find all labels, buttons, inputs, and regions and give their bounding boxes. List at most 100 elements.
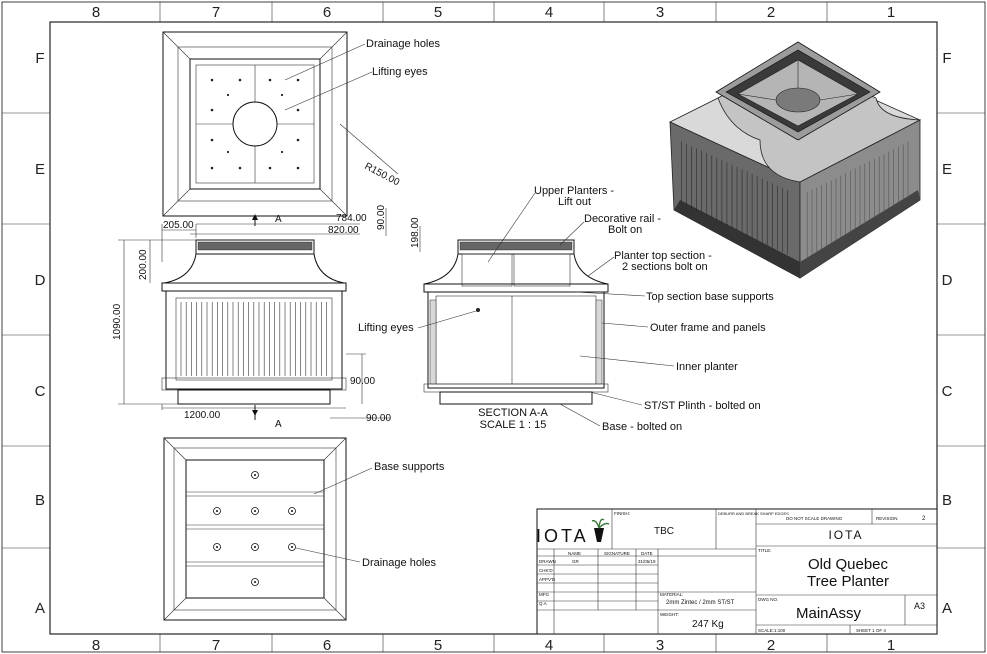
column-label: 6	[323, 4, 331, 21]
scale-text: SCALE:1:100	[758, 628, 786, 633]
dim-90-bottom: 90.00	[366, 413, 391, 424]
row-label: E	[942, 161, 952, 178]
callout-upper-planters: Upper Planters -	[534, 185, 614, 197]
dim-90-mid: 90.00	[350, 376, 375, 387]
title-label: TITLE:	[758, 548, 772, 553]
drawing-title-line2: Tree Planter	[807, 573, 889, 590]
row-label: F	[35, 50, 44, 67]
callout-planter-top-2: 2 sections bolt on	[622, 261, 708, 273]
callout-decorative-rail-2: Bolt on	[608, 224, 642, 236]
row-chkd: CHK'D	[539, 568, 553, 573]
bottom-drainage-holes	[213, 471, 296, 586]
callout-base-bolted: Base - bolted on	[602, 421, 682, 433]
callout-top-section-base: Top section base supports	[646, 291, 774, 303]
callout-planter-top: Planter top section -	[614, 250, 712, 262]
finish-label: FINISH:	[614, 511, 630, 516]
column-label: 3	[656, 637, 664, 654]
front-view: A A 205.00 784.00 820.00 90.00 200.00 10…	[112, 205, 391, 430]
sheet-text: SHEET 1 OF 4	[856, 628, 886, 633]
row-label: B	[35, 492, 45, 509]
iota-logo: IOTA	[536, 526, 589, 546]
row-label: C	[942, 383, 953, 400]
do-not-scale: DO NOT SCALE DRAWING	[786, 516, 843, 521]
dim-820: 820.00	[328, 225, 359, 236]
drainage-hole-markers	[210, 78, 300, 170]
dim-1200: 1200.00	[184, 410, 221, 421]
material-label: MATERIAL:	[660, 592, 683, 597]
column-label: 6	[323, 637, 331, 654]
row-label: C	[35, 383, 46, 400]
weight-value: 247 Kg	[692, 619, 724, 630]
callout-inner-planter: Inner planter	[676, 361, 738, 373]
col-signature: SIGNATURE	[604, 551, 630, 556]
row-label: A	[35, 600, 45, 617]
dim-198: 198.00	[410, 217, 421, 248]
drawing-title-line1: Old Quebec	[808, 556, 889, 573]
row-label: D	[35, 272, 46, 289]
drawn-date: 31/05/19	[638, 559, 656, 564]
deburr-note: DEBURR AND BREAK SHARP EDGES	[718, 511, 789, 516]
revision-value: 2	[922, 516, 926, 522]
callout-lifting-eyes-section: Lifting eyes	[358, 322, 414, 334]
fluted-panel	[180, 302, 327, 376]
dim-784: 784.00	[336, 213, 367, 224]
col-name: NAME	[568, 551, 581, 556]
column-label: 2	[767, 4, 775, 21]
column-label: 5	[434, 637, 442, 654]
column-label: 8	[92, 4, 100, 21]
column-label: 7	[212, 4, 220, 21]
material-value: 2mm Zintec / 2mm ST/ST	[666, 600, 735, 606]
bottom-view: Base supports Drainage holes	[163, 437, 445, 621]
row-drawn: DRAWN	[539, 559, 556, 564]
inner-border	[49, 21, 938, 635]
column-label: 4	[545, 4, 553, 21]
weight-label: WEIGHT:	[660, 612, 679, 617]
callout-outer-frame: Outer frame and panels	[650, 322, 766, 334]
drawn-name: GR	[572, 559, 580, 564]
dwg-no-label: DWG NO.	[758, 597, 778, 602]
dim-1090: 1090.00	[112, 303, 123, 340]
dim-205: 205.00	[163, 220, 194, 231]
title-block: IOTA FINISH: TBC DEBURR AND BREAK SHARP …	[536, 508, 938, 635]
callout-upper-planters-2: Lift out	[558, 196, 591, 208]
column-label: 5	[434, 4, 442, 21]
column-label: 1	[887, 637, 895, 654]
callout-base-supports: Base supports	[374, 461, 445, 473]
revision-label: REVISION	[876, 516, 898, 521]
radius-dimension: R150.00	[363, 161, 402, 189]
row-label: B	[942, 492, 952, 509]
col-date: DATE	[641, 551, 653, 556]
finish-value: TBC	[654, 526, 674, 537]
section-marker-a-top: A	[275, 214, 282, 225]
isometric-view	[669, 41, 922, 279]
row-label: E	[35, 161, 45, 178]
column-label: 3	[656, 4, 664, 21]
column-label: 7	[212, 637, 220, 654]
callout-drainage-holes-bottom: Drainage holes	[362, 557, 436, 569]
callout-lifting-eyes-top: Lifting eyes	[372, 66, 428, 78]
column-label: 2	[767, 637, 775, 654]
row-appvd: APPV'D	[539, 577, 556, 582]
section-view: 198.00 SECTION A-A SCALE 1 : 15 Upper Pl…	[358, 185, 774, 433]
section-marker-a-bottom: A	[275, 419, 282, 430]
sheet-size: A3	[914, 601, 925, 611]
row-label: D	[942, 272, 953, 289]
row-qa: Q.A	[539, 601, 547, 606]
row-label: A	[942, 600, 952, 617]
callout-decorative-rail: Decorative rail -	[584, 213, 661, 225]
dim-90-top: 90.00	[376, 205, 387, 230]
dwg-number: MainAssy	[796, 605, 862, 622]
section-title: SECTION A-A	[478, 407, 548, 419]
top-view: R150.00 Drainage holes Lifting eyes	[162, 31, 440, 217]
callout-plinth: ST/ST Plinth - bolted on	[644, 400, 761, 412]
section-scale: SCALE 1 : 15	[480, 419, 547, 431]
callout-drainage-holes-top: Drainage holes	[366, 38, 440, 50]
company-name: IOTA	[828, 528, 863, 542]
row-label: F	[942, 50, 951, 67]
column-label: 4	[545, 637, 553, 654]
column-label: 8	[92, 637, 100, 654]
dim-200: 200.00	[138, 249, 149, 280]
